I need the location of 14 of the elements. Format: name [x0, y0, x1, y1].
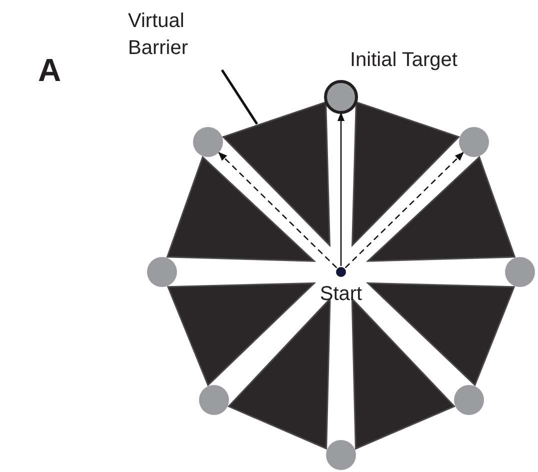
- barrier-label: Virtual Barrier: [128, 8, 238, 62]
- arrow: [344, 152, 464, 268]
- arrow: [218, 152, 338, 268]
- barrier-wedge: [222, 101, 330, 248]
- start-label: Start: [318, 282, 364, 307]
- target-label: Initial Target: [350, 48, 458, 73]
- arrow: [337, 112, 345, 266]
- barrier-wedge: [166, 156, 316, 262]
- barrier-wedge: [366, 282, 516, 386]
- leader-line: [220, 69, 258, 125]
- barrier-wedge: [352, 101, 460, 248]
- barrier-wedge: [366, 156, 516, 262]
- panel-letter: A: [38, 52, 62, 88]
- barrier-wedge: [166, 282, 316, 386]
